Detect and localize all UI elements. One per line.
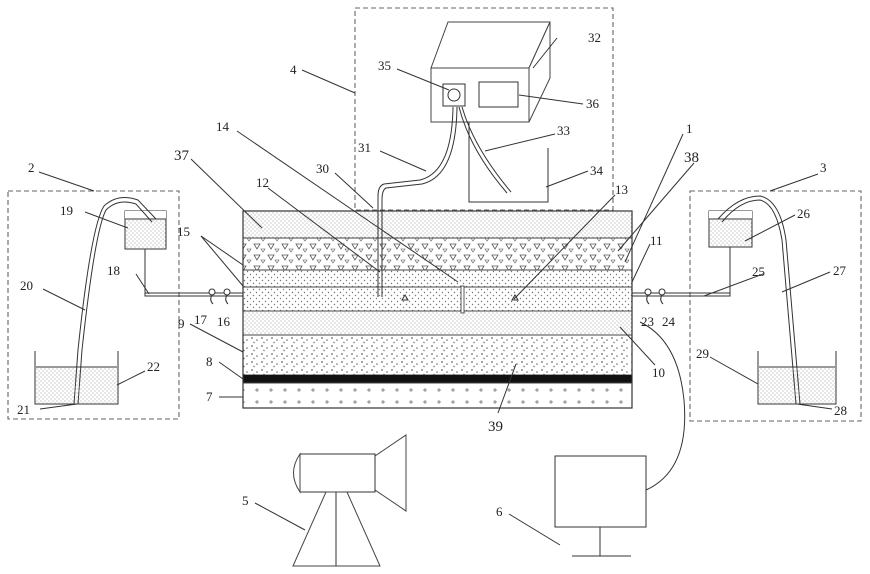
- label-17: 17: [194, 312, 208, 327]
- valve-23: [645, 289, 651, 295]
- label-25: 25: [752, 264, 765, 279]
- label-26: 26: [797, 206, 811, 221]
- label-23: 23: [641, 314, 654, 329]
- label-1: 1: [686, 121, 693, 136]
- controller-stand: [469, 122, 548, 202]
- label-32: 32: [588, 30, 601, 45]
- label-22: 22: [147, 359, 160, 374]
- blower-nozzle: [375, 435, 406, 511]
- label-7: 7: [206, 389, 213, 404]
- layer-fine: [243, 311, 632, 335]
- label-4: 4: [290, 62, 297, 77]
- label-11: 11: [650, 233, 663, 248]
- label-8: 8: [206, 354, 213, 369]
- right-outlet-pipe: [632, 247, 730, 296]
- layer-base: [243, 383, 632, 408]
- label-3: 3: [820, 160, 827, 175]
- blower: [293, 435, 406, 566]
- label-34: 34: [590, 163, 604, 178]
- label-29: 29: [696, 346, 709, 361]
- label-37: 37: [174, 148, 190, 164]
- label-14: 14: [216, 119, 230, 134]
- label-5: 5: [242, 493, 249, 508]
- label-10: 10: [652, 365, 665, 380]
- label-27: 27: [833, 263, 847, 278]
- label-13: 13: [615, 182, 628, 197]
- label-9: 9: [178, 316, 185, 331]
- label-19: 19: [60, 203, 73, 218]
- monitor-screen: [555, 456, 646, 527]
- layer-top-sand: [243, 211, 632, 238]
- blower-body: [300, 454, 375, 492]
- label-20: 20: [20, 278, 33, 293]
- layer-loam: [243, 287, 632, 311]
- label-15: 15: [177, 224, 190, 239]
- label-6: 6: [496, 504, 503, 519]
- soil-tank: [243, 211, 632, 408]
- label-39: 39: [488, 419, 503, 435]
- controller-display: [479, 82, 518, 107]
- valve-16: [224, 289, 230, 295]
- layer-gravel: [243, 238, 632, 270]
- layer-impermeable: [243, 375, 632, 383]
- label-35: 35: [378, 58, 391, 73]
- layer-dotted: [243, 270, 632, 287]
- label-30: 30: [316, 161, 329, 176]
- layer-coarse: [243, 335, 632, 375]
- label-16: 16: [217, 314, 231, 329]
- label-36: 36: [586, 96, 600, 111]
- label-33: 33: [557, 123, 570, 138]
- label-24: 24: [662, 314, 676, 329]
- label-2: 2: [28, 160, 35, 175]
- label-12: 12: [256, 175, 269, 190]
- valve-24: [659, 289, 665, 295]
- label-21: 21: [17, 402, 30, 417]
- valve-17: [209, 289, 215, 295]
- divider-post: [461, 286, 464, 313]
- controller-knob[interactable]: [448, 89, 460, 101]
- label-38: 38: [684, 150, 699, 166]
- label-31: 31: [358, 140, 371, 155]
- label-28: 28: [834, 403, 847, 418]
- data-cable: [640, 322, 685, 490]
- label-18: 18: [107, 263, 120, 278]
